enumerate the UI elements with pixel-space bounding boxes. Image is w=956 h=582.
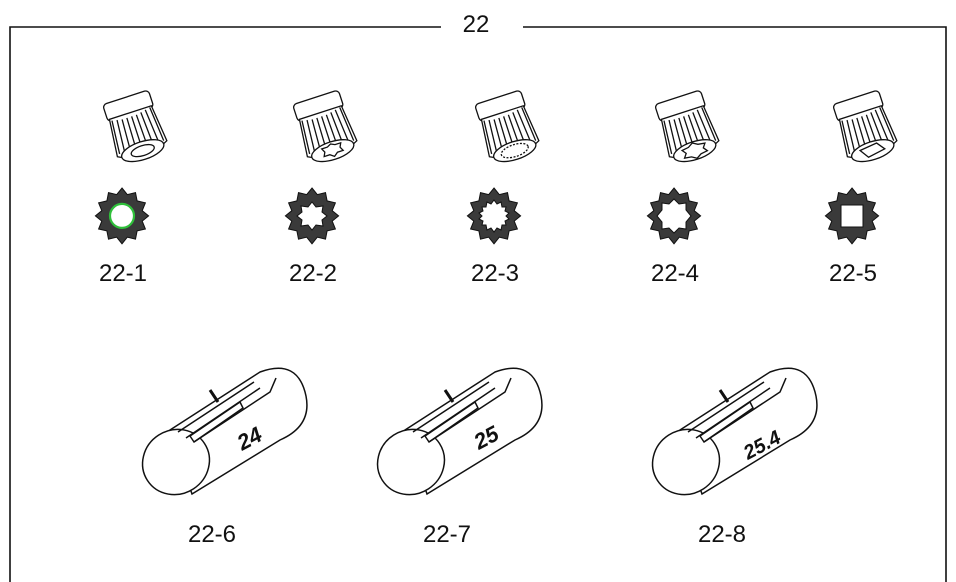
gear-profile-fine-spline-bore	[466, 187, 522, 245]
adapter-22-1: 22-1	[70, 90, 180, 290]
adapter-22-4: 22-4	[622, 90, 732, 290]
spline-adapter-drawing	[103, 90, 168, 163]
part-label-22-7: 22-7	[422, 521, 472, 548]
square-drive-adapter-drawing	[833, 90, 898, 163]
spline-adapter-drawing	[475, 90, 540, 163]
part-label-22-4: 22-4	[650, 260, 700, 287]
figure-title: 22	[441, 10, 511, 40]
part-label-22-5: 22-5	[828, 260, 878, 287]
sleeve-22-6: 24 22-6	[130, 360, 330, 560]
spline-adapter-drawing	[655, 90, 720, 163]
sleeve-22-8: 25.4 22-8	[640, 360, 840, 560]
sleeve-22-7: 25 22-7	[365, 360, 565, 560]
split-sleeve-drawing: 24	[141, 367, 308, 496]
gear-profile-spline-bore	[284, 187, 340, 245]
gear-profile-square-bore	[824, 187, 880, 245]
gear-profile-round-bore	[94, 187, 150, 245]
part-label-22-2: 22-2	[288, 260, 338, 287]
adapter-22-3: 22-3	[442, 90, 552, 290]
adapter-22-5: 22-5	[800, 90, 910, 290]
gear-profile-coarse-spline-bore	[646, 187, 702, 245]
split-sleeve-drawing: 25	[376, 367, 543, 496]
part-label-22-1: 22-1	[98, 260, 148, 287]
part-label-22-6: 22-6	[187, 521, 237, 548]
split-sleeve-drawing: 25.4	[651, 367, 818, 496]
spline-adapter-drawing	[293, 90, 358, 163]
adapter-22-2: 22-2	[260, 90, 370, 290]
part-label-22-3: 22-3	[470, 260, 520, 287]
part-label-22-8: 22-8	[697, 521, 747, 548]
